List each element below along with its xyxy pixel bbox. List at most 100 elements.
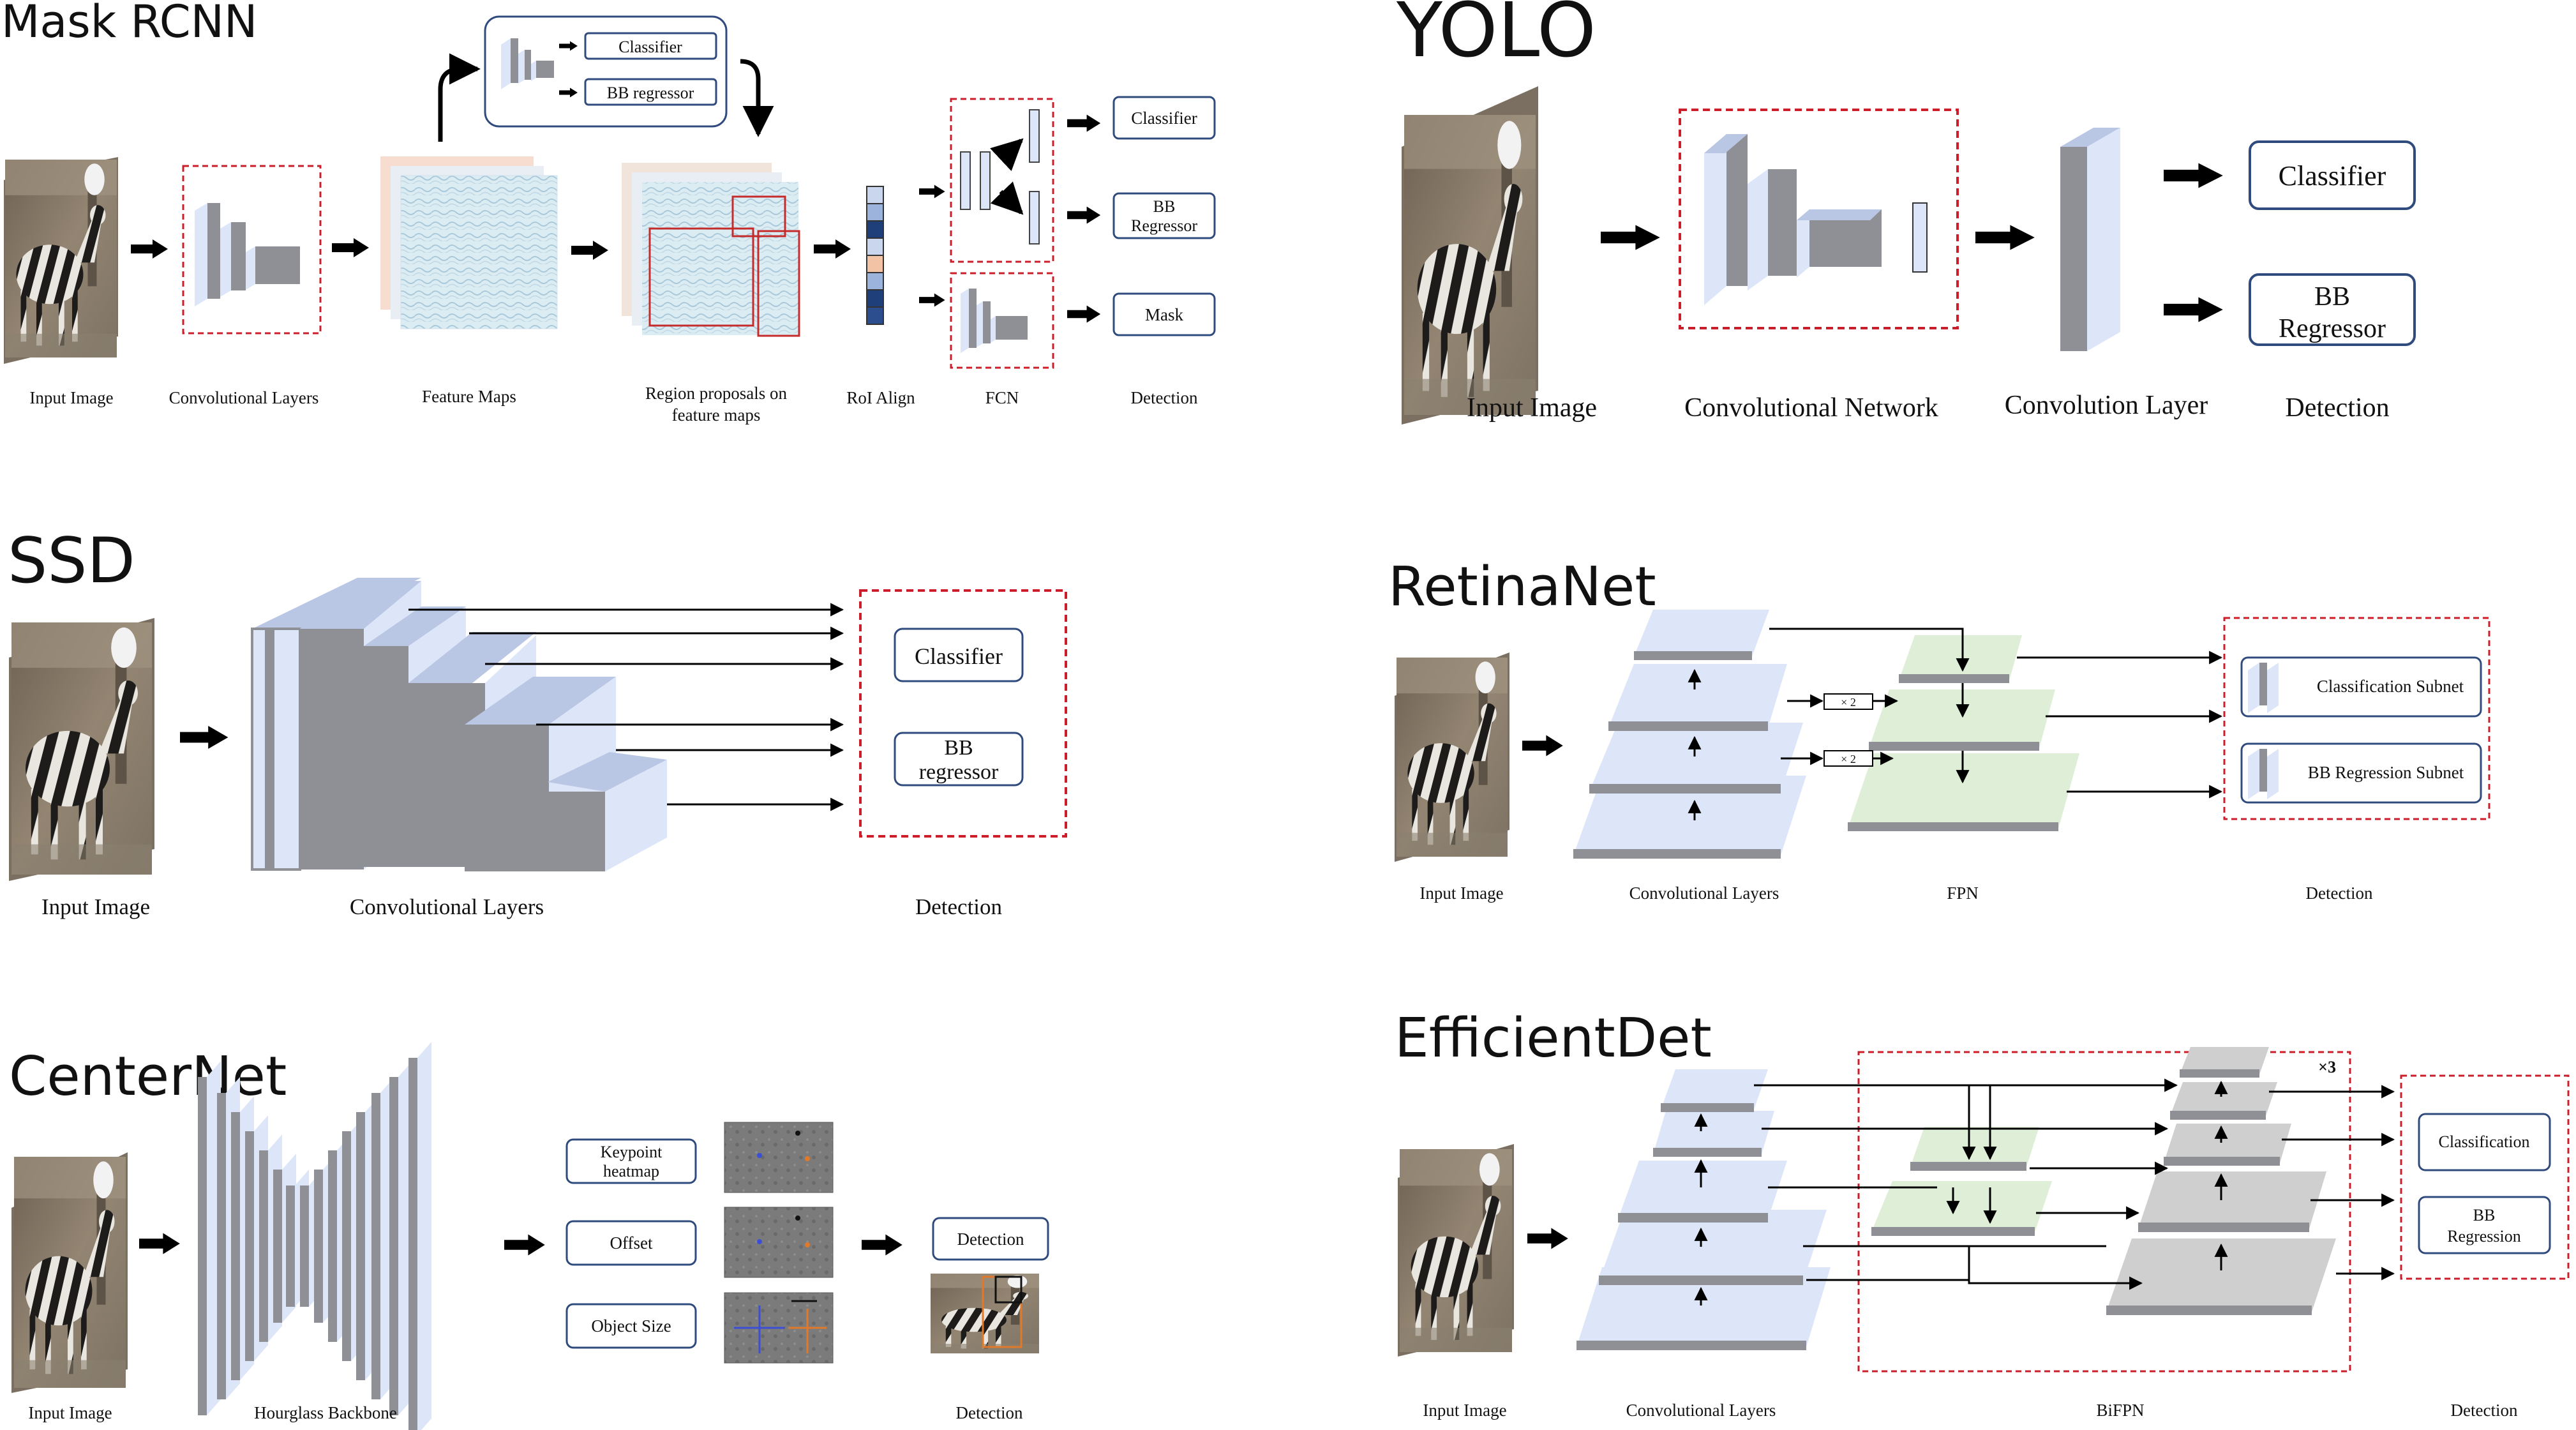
retinanet-panel: RetinaNet — [1388, 555, 2490, 903]
hourglass-slab-side — [389, 1077, 398, 1415]
bifpn-gray — [2106, 1047, 2336, 1315]
yolo-conv-layer-label: Convolution Layer — [2005, 391, 2208, 420]
thick-arrow-icon — [1522, 735, 1563, 756]
mask-conv-label: Convolutional Layers — [169, 388, 319, 407]
yolo-bb-label-1: BB — [2314, 282, 2350, 312]
retinanet-title: RetinaNet — [1388, 555, 1656, 619]
roi-cell — [866, 220, 884, 239]
object-size-box — [565, 1303, 697, 1349]
thick-arrow-icon — [571, 241, 608, 260]
keypoint-label-2: heatmap — [603, 1162, 659, 1180]
fcn-layers — [960, 109, 1040, 353]
zebra-image-icon — [4, 157, 118, 364]
repeat-label: ×3 — [2318, 1058, 2336, 1076]
yolo-bb-label-2: Regressor — [2279, 314, 2386, 343]
ssd-detection-label: Detection — [915, 894, 1002, 919]
thick-arrow-icon — [180, 726, 228, 749]
rpn-bb-box — [584, 78, 717, 106]
yolo-conv-net-label: Convolutional Network — [1684, 393, 1938, 423]
ssd-classifier-label: Classifier — [915, 644, 1003, 669]
upsample-box-2 — [1823, 750, 1873, 767]
ssd-bb-label-2: regressor — [919, 760, 999, 784]
roi-cell — [866, 237, 884, 256]
keypoint-label-1: Keypoint — [601, 1143, 663, 1161]
centernet-detection-box-label: Detection — [957, 1230, 1024, 1249]
thick-arrow-icon — [1067, 114, 1101, 132]
centernet-backbone-label: Hourglass Backbone — [254, 1403, 397, 1422]
cube-layer-icon — [2248, 663, 2279, 713]
centernet-input-label: Input Image — [28, 1403, 112, 1422]
ssd-arrows — [408, 603, 844, 811]
yolo-detection-label: Detection — [2285, 393, 2389, 423]
thick-arrow-icon — [1975, 225, 2035, 250]
classifier-output-label: Classifier — [1131, 109, 1197, 128]
keypoint-heatmap-box — [565, 1138, 697, 1184]
thick-arrow-icon — [2164, 163, 2223, 188]
rpn-bb-label: BB regressor — [607, 84, 694, 102]
cube-layer-icon — [2248, 749, 2279, 799]
centernet-detection-label: Detection — [956, 1403, 1023, 1422]
upsample-box-1 — [1823, 693, 1873, 710]
effdet-conv-pyramid — [1576, 1069, 1831, 1350]
conv-dashed-box — [182, 165, 322, 335]
offset-box — [565, 1220, 697, 1266]
hourglass-slab-side — [371, 1093, 380, 1399]
yolo-title: YOLO — [1396, 0, 1596, 74]
roi-align-icon — [866, 186, 884, 325]
hourglass-backbone — [198, 1042, 431, 1430]
effdet-bb-box — [2418, 1196, 2551, 1254]
hourglass-slab-side — [314, 1170, 323, 1323]
mask-input-label: Input Image — [29, 388, 113, 407]
ssd-panel: SSD — [8, 525, 1067, 919]
hourglass-slab-front — [417, 1042, 431, 1430]
mask-output-box — [1112, 292, 1216, 336]
rpn-group: Classifier BB regressor — [438, 15, 774, 142]
thick-arrow-icon — [1067, 305, 1101, 323]
hourglass-slab-side — [356, 1112, 365, 1380]
thick-arrow-icon — [2164, 297, 2223, 322]
offset-label: Offset — [610, 1233, 653, 1253]
centernet-detection-box — [932, 1217, 1049, 1261]
bb-output-box — [1112, 192, 1216, 239]
feature-map-icon — [380, 156, 558, 329]
mask-rcnn-panel: Mask RCNN — [1, 0, 1216, 425]
thick-arrow-icon — [1067, 206, 1101, 224]
hourglass-slab-side — [273, 1170, 282, 1323]
centernet-panel: CenterNet Keypoint heatmap Offset Object… — [9, 1042, 1049, 1430]
ssd-title: SSD — [8, 525, 135, 598]
roi-cell — [866, 203, 884, 222]
rpn-classifier-label: Classifier — [618, 38, 682, 56]
mask-output-label: Mask — [1145, 305, 1183, 324]
effdet-bifpn-label: BiFPN — [2096, 1401, 2144, 1420]
thick-arrow-icon — [862, 1234, 902, 1256]
mask-fcn-label: FCN — [985, 388, 1019, 407]
retina-fpn-label: FPN — [1947, 884, 1979, 903]
retina-bb-box — [2240, 742, 2482, 804]
yolo-classifier-label: Classifier — [2279, 160, 2386, 192]
yolo-conv-dashed-box — [1679, 109, 1959, 329]
zebra-image-icon — [1398, 1144, 1514, 1357]
detection-result-icon — [931, 1274, 1039, 1353]
mask-region-label-2: feature maps — [672, 405, 761, 425]
ssd-input-label: Input Image — [41, 894, 150, 919]
effdet-conv-label: Convolutional Layers — [1626, 1401, 1776, 1420]
classifier-output-box — [1112, 96, 1216, 140]
bb-output-label-2: Regressor — [1131, 216, 1197, 235]
roi-cell — [866, 255, 884, 273]
fcn-dashed-box — [950, 98, 1054, 263]
region-proposals-icon — [622, 163, 800, 337]
rpn-classifier-box — [584, 32, 717, 60]
mask-branch-dashed-box — [950, 272, 1054, 369]
thick-arrow-icon — [332, 238, 369, 257]
mask-rcnn-title: Mask RCNN — [1, 0, 257, 48]
effdet-bb-label-1: BB — [2473, 1206, 2496, 1224]
mask-feature-label: Feature Maps — [422, 387, 516, 406]
retina-fpn — [1848, 635, 2079, 831]
retina-conv-pyramid — [1573, 610, 1806, 859]
effdet-detection-label: Detection — [2451, 1401, 2518, 1420]
bifpn-green — [1871, 1127, 2052, 1236]
yolo-panel: YOLO Classifier BB Regressor Input Image… — [1396, 0, 2416, 425]
bb-output-label-1: BB — [1153, 197, 1176, 216]
mask-detection-label: Detection — [1131, 388, 1198, 407]
